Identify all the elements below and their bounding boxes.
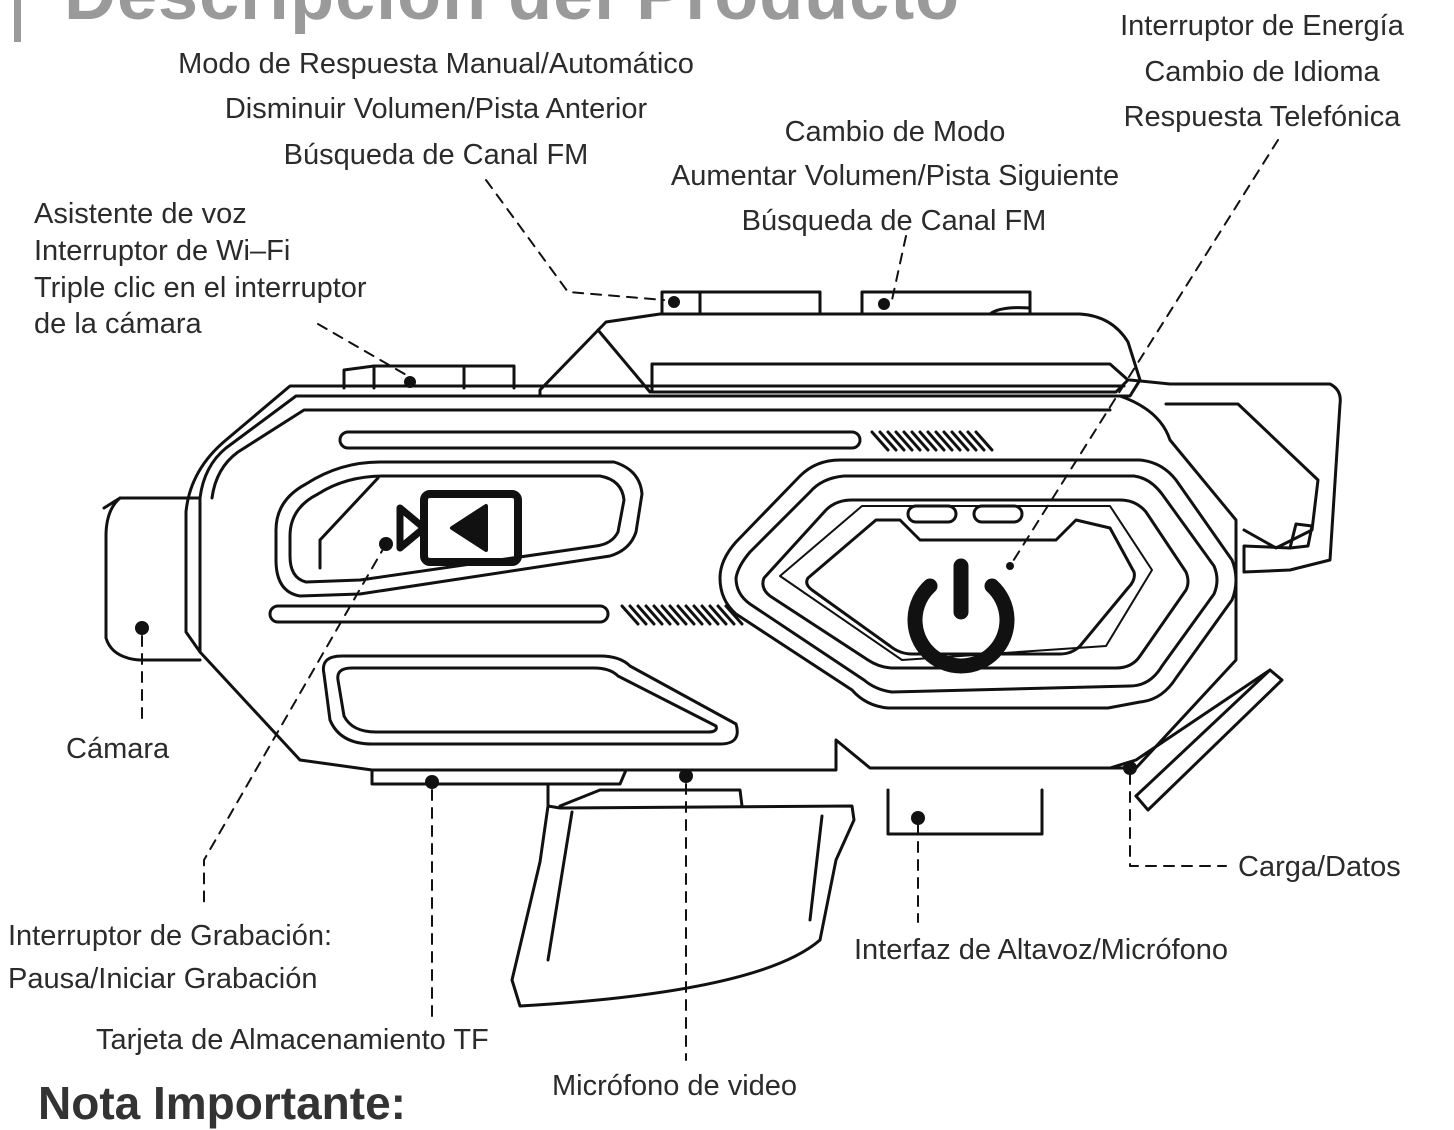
camera-lens bbox=[104, 496, 202, 662]
grip bbox=[510, 784, 856, 1008]
upper-housing bbox=[538, 312, 1142, 398]
label-voice-assistant: Asistente de voz bbox=[34, 198, 247, 230]
main-body bbox=[198, 394, 1238, 772]
label-triple-click: Triple clic en el interruptor bbox=[34, 272, 367, 304]
label-wifi-switch: Interruptor de Wi–Fi bbox=[34, 235, 291, 267]
speaker-mic-port bbox=[886, 788, 1044, 836]
label-fm-search-right: Búsqueda de Canal FM bbox=[741, 205, 1047, 237]
label-video-mic: Micrófono de video bbox=[552, 1070, 798, 1102]
video-mic-dot bbox=[679, 769, 693, 783]
speaker-mic-dot bbox=[911, 811, 925, 825]
charge-dot bbox=[1123, 761, 1137, 775]
label-camera: Cámara bbox=[66, 733, 170, 765]
device-illustration bbox=[102, 139, 1342, 1061]
power-switch-dot bbox=[1006, 562, 1014, 570]
power-panel-outer bbox=[718, 458, 1238, 710]
tf-card-slot bbox=[370, 768, 628, 786]
led-left bbox=[906, 504, 958, 524]
power-panel-inner bbox=[805, 518, 1136, 656]
label-record-switch: Interruptor de Grabación: bbox=[8, 920, 333, 952]
label-language-change: Cambio de Idioma bbox=[1144, 56, 1380, 88]
power-icon bbox=[907, 558, 1015, 674]
lower-panel bbox=[321, 654, 739, 746]
side-handle bbox=[1128, 378, 1342, 574]
label-volume-down: Disminuir Volumen/Pista Anterior bbox=[224, 93, 648, 125]
top-button-right bbox=[860, 290, 1032, 316]
upper-bar bbox=[338, 430, 862, 450]
label-fm-search-left: Búsqueda de Canal FM bbox=[283, 139, 589, 171]
product-diagram: Descripción del Producto Modo de Respues… bbox=[8, 0, 1404, 1129]
label-speaker-mic: Interfaz de Altavoz/Micrófono bbox=[854, 934, 1228, 966]
title-accent-bar bbox=[14, 0, 21, 42]
label-mode-change: Cambio de Modo bbox=[784, 116, 1006, 148]
label-phone-answer: Respuesta Telefónica bbox=[1123, 101, 1401, 133]
record-panel-outer bbox=[274, 460, 644, 598]
side-button bbox=[1288, 522, 1314, 550]
label-charge-data: Carga/Datos bbox=[1238, 851, 1401, 883]
label-volume-up: Aumentar Volumen/Pista Siguiente bbox=[670, 160, 1120, 192]
label-camera-switch: de la cámara bbox=[34, 308, 202, 340]
vent-lower bbox=[620, 604, 744, 626]
led-right bbox=[972, 504, 1024, 524]
label-record-pause: Pausa/Iniciar Grabación bbox=[8, 963, 318, 995]
label-manual-auto: Modo de Respuesta Manual/Automático bbox=[178, 48, 694, 80]
label-tf-card: Tarjeta de Almacenamiento TF bbox=[96, 1024, 489, 1056]
lower-bar bbox=[268, 604, 610, 624]
page-title: Descripción del Producto bbox=[64, 0, 960, 36]
tf-card-dot bbox=[425, 775, 439, 789]
top-button-left bbox=[660, 290, 702, 316]
label-power-switch: Interruptor de Energía bbox=[1120, 10, 1404, 42]
vent-upper bbox=[870, 430, 994, 452]
